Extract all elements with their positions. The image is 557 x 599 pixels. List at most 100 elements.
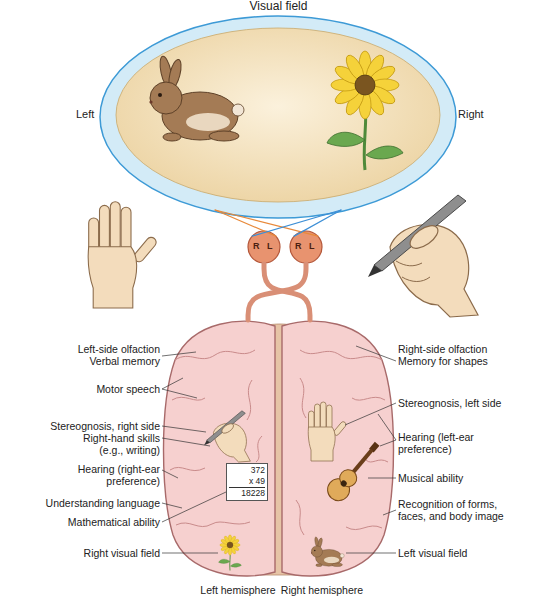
gyrus-line bbox=[300, 350, 382, 360]
open-hand-in-brain bbox=[308, 402, 347, 461]
hemisphere-shape bbox=[282, 321, 394, 576]
eyeball bbox=[248, 231, 280, 263]
leader-line bbox=[162, 426, 206, 432]
leader-line bbox=[383, 510, 396, 515]
palm bbox=[88, 247, 136, 308]
leader-line bbox=[162, 378, 183, 389]
math-figure: 372 bbox=[229, 466, 265, 476]
finger bbox=[121, 207, 131, 250]
finger bbox=[110, 202, 120, 251]
gyrus-line bbox=[352, 397, 385, 400]
gyrus-line bbox=[366, 460, 388, 462]
function-label: Recognition of forms, faces, and body im… bbox=[398, 498, 523, 522]
function-label: Right visual field bbox=[10, 547, 160, 559]
gyrus-line bbox=[176, 522, 250, 527]
function-label: Mathematical ability bbox=[10, 516, 160, 528]
gyrus-line bbox=[300, 378, 306, 418]
gyrus-line bbox=[256, 436, 262, 462]
gyrus-line bbox=[296, 500, 304, 535]
function-label: Verbal memory bbox=[10, 355, 160, 367]
pen-hand-in-brain bbox=[204, 411, 250, 462]
shape-outline bbox=[70, 0, 487, 222]
function-label: Hearing (left-ear preference) bbox=[398, 431, 498, 455]
open-left-hand bbox=[88, 202, 158, 308]
side-label: Left bbox=[76, 108, 116, 121]
leader-line bbox=[162, 470, 178, 478]
finger-crease bbox=[396, 261, 430, 282]
shape-outline bbox=[247, 230, 281, 264]
hemisphere-label: Right hemisphere bbox=[245, 584, 399, 596]
gyrus-line bbox=[170, 467, 205, 470]
eye-circle: RL bbox=[289, 230, 323, 264]
leader-line bbox=[346, 553, 396, 554]
guitar-soundhole bbox=[339, 479, 347, 487]
visual-field-outer bbox=[100, 16, 456, 218]
math-box: 372x 4918228 bbox=[226, 463, 268, 501]
guitar-head bbox=[369, 442, 379, 453]
leader-line bbox=[162, 352, 196, 356]
leader-line bbox=[162, 389, 197, 398]
optic-nerve bbox=[248, 264, 306, 320]
field-title: Visual field bbox=[70, 0, 487, 14]
eye-letter: L bbox=[309, 241, 319, 251]
eye-letter: R bbox=[253, 241, 263, 251]
hemisphere-outline: Right hemisphere bbox=[280, 320, 394, 578]
side-label: Right bbox=[458, 108, 498, 121]
function-label: Hearing (right-ear preference) bbox=[60, 463, 160, 487]
leader-line bbox=[162, 553, 218, 554]
visual-field-inner bbox=[116, 28, 440, 202]
function-label: Left visual field bbox=[398, 547, 548, 559]
leader-line bbox=[380, 440, 396, 446]
function-label: Motor speech bbox=[10, 383, 160, 395]
gyrus-line bbox=[172, 397, 205, 400]
leader-line bbox=[356, 346, 396, 361]
gyrus-line bbox=[175, 350, 255, 360]
leader-lines bbox=[162, 346, 396, 553]
writing-right-hand bbox=[368, 195, 478, 317]
math-figure: x 49 bbox=[229, 477, 265, 488]
visual-field-ellipse: Visual fieldLeftRight bbox=[70, 0, 487, 222]
leader-line bbox=[162, 503, 182, 508]
thumb bbox=[406, 221, 441, 252]
gyrus-line bbox=[247, 380, 252, 420]
function-label: Understanding language bbox=[10, 497, 160, 509]
guitar-drawing bbox=[323, 437, 385, 506]
guitar-body bbox=[323, 474, 354, 505]
sight-line bbox=[252, 210, 341, 236]
rabbit-in-brain bbox=[311, 537, 344, 567]
brain-gyri bbox=[170, 350, 388, 535]
guitar-neck bbox=[349, 449, 374, 478]
guitar-body bbox=[336, 466, 360, 490]
function-label: Stereognosis, right side bbox=[10, 420, 160, 432]
optic-nerve bbox=[264, 264, 310, 320]
sight-line bbox=[215, 210, 318, 236]
function-label: Memory for shapes bbox=[398, 355, 548, 367]
finger bbox=[100, 205, 110, 250]
eye-letter: R bbox=[295, 241, 305, 251]
leader-line bbox=[162, 438, 210, 446]
leader-line bbox=[378, 414, 396, 440]
leader-line bbox=[162, 492, 226, 522]
function-label: Right-side olfaction bbox=[398, 343, 548, 355]
pen-tip bbox=[368, 265, 382, 277]
leader-line bbox=[345, 403, 396, 425]
function-label: Stereognosis, left side bbox=[398, 397, 548, 409]
shape-outline bbox=[280, 320, 394, 578]
hemisphere-outline: 372x 4918228Left hemisphere bbox=[163, 320, 277, 578]
sight-line bbox=[215, 210, 276, 236]
function-label: Right-hand skills (e.g., writing) bbox=[60, 432, 160, 456]
eye-circle: RL bbox=[247, 230, 281, 264]
flower-in-visual-field bbox=[327, 51, 403, 170]
eye-letter: L bbox=[267, 241, 277, 251]
shape-outline bbox=[163, 320, 277, 578]
eyeball bbox=[290, 231, 322, 263]
leader-line bbox=[368, 478, 396, 479]
flower-in-brain bbox=[219, 535, 242, 571]
shape-outline bbox=[289, 230, 323, 264]
hemisphere-shape bbox=[164, 321, 276, 576]
gyrus-line bbox=[346, 526, 382, 530]
pen bbox=[374, 195, 466, 271]
sight-line bbox=[294, 210, 341, 236]
